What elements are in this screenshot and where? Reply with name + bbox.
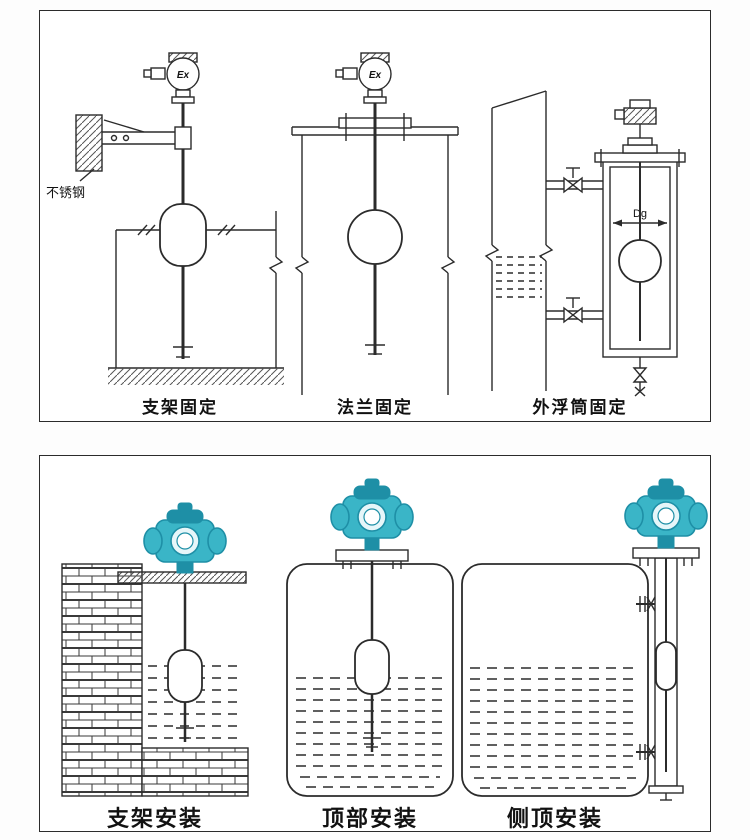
transmitter-head xyxy=(143,502,227,574)
wall-bracket xyxy=(75,114,190,182)
ex-mark: Ex xyxy=(369,70,382,81)
ex-mark: Ex xyxy=(177,70,190,81)
float xyxy=(655,641,677,691)
float xyxy=(167,649,203,703)
pipe-connections xyxy=(636,596,656,760)
installations-drawing xyxy=(61,478,708,801)
caption-external-chamber-fixed: 外浮筒固定 xyxy=(532,398,628,417)
caption-bracket-install: 支架安装 xyxy=(106,806,204,831)
rod-clamp xyxy=(174,126,192,150)
tank-water-level xyxy=(496,256,542,298)
transmitter-head-ex: Ex xyxy=(143,52,200,104)
brick-wall xyxy=(61,563,249,797)
connecting-pipes xyxy=(546,167,605,324)
caption-bracket-fixed: 支架固定 xyxy=(142,398,218,417)
stainless-steel-label: 不锈钢 xyxy=(46,185,85,200)
mounting-platform xyxy=(117,571,247,584)
water-level xyxy=(470,667,640,789)
float xyxy=(354,639,390,695)
diagram-flange-fixed: Ex xyxy=(291,52,459,395)
float xyxy=(618,239,662,283)
transmitter-head-ex: Ex xyxy=(335,52,392,104)
tank-section xyxy=(484,90,554,391)
pool xyxy=(108,211,284,385)
diagram-top-install xyxy=(286,478,454,797)
water-level xyxy=(296,677,444,788)
mounting-styles-drawing: 不锈钢 Ex xyxy=(46,52,686,397)
mounting-styles-panel: 不锈钢 Ex xyxy=(39,10,711,422)
float xyxy=(347,209,403,265)
transmitter-head-small xyxy=(614,99,658,154)
transmitter-head xyxy=(624,478,708,549)
rod-stops xyxy=(363,737,381,748)
float xyxy=(159,203,207,267)
installations-panel: 支架安装 顶部安装 侧顶安装 xyxy=(39,455,711,832)
diagram-external-chamber: Dg xyxy=(484,90,686,397)
diagram-bracket-install xyxy=(61,502,249,797)
caption-side-top-install: 侧顶安装 xyxy=(506,806,604,831)
transmitter-head xyxy=(330,478,414,551)
diagram-side-top-install xyxy=(461,478,708,801)
rod-stops xyxy=(365,344,385,355)
caption-top-install: 顶部安装 xyxy=(321,806,419,831)
diagram-bracket-fixed: 不锈钢 Ex xyxy=(46,52,284,385)
caption-flange-fixed: 法兰固定 xyxy=(337,398,413,417)
tank xyxy=(461,563,649,797)
rod-stops xyxy=(176,727,194,739)
drain-valve xyxy=(632,357,648,397)
rod-stops xyxy=(173,346,193,358)
